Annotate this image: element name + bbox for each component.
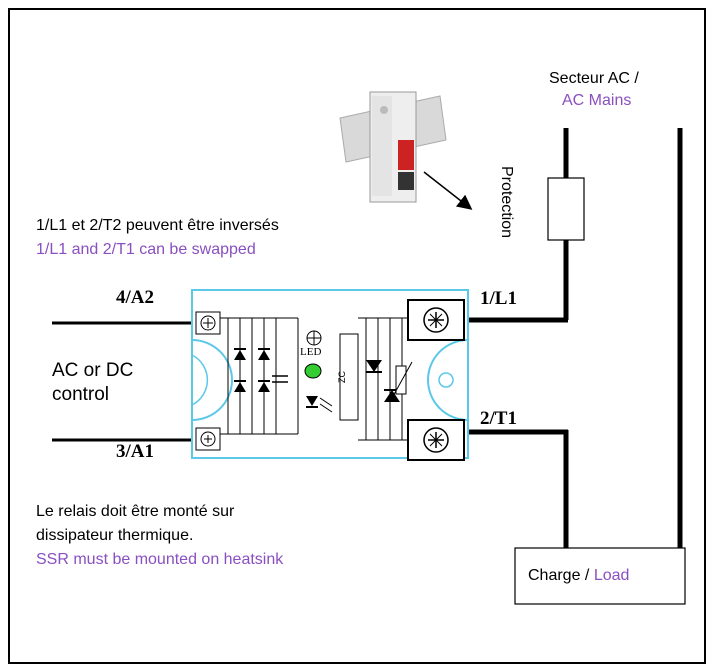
swap-note-en: 1/L1 and 2/T1 can be swapped bbox=[36, 241, 256, 258]
protection-arrow bbox=[423, 171, 473, 210]
mains-label-en: AC Mains bbox=[562, 92, 632, 109]
circuit-breaker-image bbox=[339, 91, 447, 203]
led-label: LED bbox=[300, 346, 322, 358]
control-label-line2: control bbox=[52, 384, 110, 405]
swap-note-fr: 1/L1 et 2/T2 peuvent être inversés bbox=[36, 217, 279, 234]
mains-label-fr: Secteur AC / bbox=[549, 70, 639, 87]
terminal-a2-label: 4/A2 bbox=[116, 287, 154, 308]
protection-label: Protection bbox=[498, 165, 516, 239]
heatsink-note-fr-1: Le relais doit être monté sur bbox=[36, 503, 235, 520]
load-label-fr: Charge / bbox=[528, 567, 594, 584]
heatsink-note-fr-2: dissipateur thermique. bbox=[36, 527, 194, 544]
terminal-l1-label: 1/L1 bbox=[480, 288, 517, 309]
heatsink-note-en: SSR must be mounted on heatsink bbox=[36, 551, 284, 568]
control-label-line1: AC or DC bbox=[52, 360, 134, 381]
load-label-en: Load bbox=[593, 567, 630, 584]
terminal-a1-label: 3/A1 bbox=[116, 441, 154, 462]
diagram-frame bbox=[8, 8, 706, 664]
load-label: Charge / Load bbox=[528, 567, 629, 585]
terminal-t1-label: 2/T1 bbox=[480, 408, 517, 429]
ssr-relay bbox=[191, 289, 469, 461]
load-box bbox=[514, 547, 686, 605]
zc-label: ZC bbox=[337, 371, 347, 383]
fuse bbox=[547, 177, 585, 241]
